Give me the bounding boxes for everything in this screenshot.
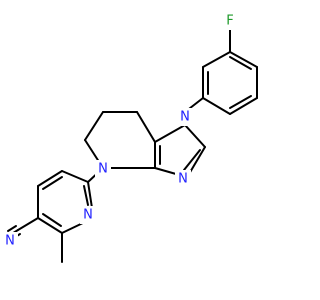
bond: [154, 124, 186, 143]
double-bond: [42, 213, 62, 227]
bond: [17, 217, 39, 231]
atom-label-nitrile-n: N: [2, 232, 18, 250]
imidazole-n3-label: N: [178, 172, 188, 187]
atom-label-n1: N: [177, 108, 193, 126]
bond: [37, 217, 63, 234]
pyridine-n-label: N: [83, 208, 93, 223]
nitrile-n-label: N: [5, 234, 15, 249]
bond: [229, 97, 258, 115]
imidazole-n1-label: N: [180, 110, 190, 125]
bond: [184, 124, 206, 148]
bond: [87, 181, 93, 209]
bond: [84, 111, 104, 141]
bond: [202, 97, 231, 115]
double-bond: [229, 56, 252, 70]
double-bond: [229, 95, 252, 109]
fluorine-label: F: [226, 14, 233, 29]
piperidine-ring: [84, 111, 156, 169]
bond: [188, 146, 206, 175]
piperidine-n-label: N: [98, 162, 108, 177]
double-bond: [83, 185, 89, 206]
molecule-structure: F N N N N N: [2, 12, 258, 263]
bond: [229, 51, 258, 68]
bond: [202, 51, 231, 68]
bond: [37, 170, 63, 187]
triple-bond: [7, 225, 17, 232]
imidazole-ring: [154, 124, 206, 175]
bond: [136, 111, 156, 143]
atom-label-n3: N: [175, 170, 191, 188]
bond: [61, 170, 89, 183]
fluorophenyl-ring: [202, 29, 258, 115]
atom-label-piperidine-n: N: [95, 160, 111, 178]
double-bond: [183, 149, 201, 171]
atom-label-pyridine-n: N: [80, 206, 96, 224]
bond: [154, 167, 177, 175]
double-bond: [42, 176, 63, 190]
molecule-canvas: F N N N N N: [2, 12, 258, 263]
atom-label-f: F: [223, 12, 237, 30]
